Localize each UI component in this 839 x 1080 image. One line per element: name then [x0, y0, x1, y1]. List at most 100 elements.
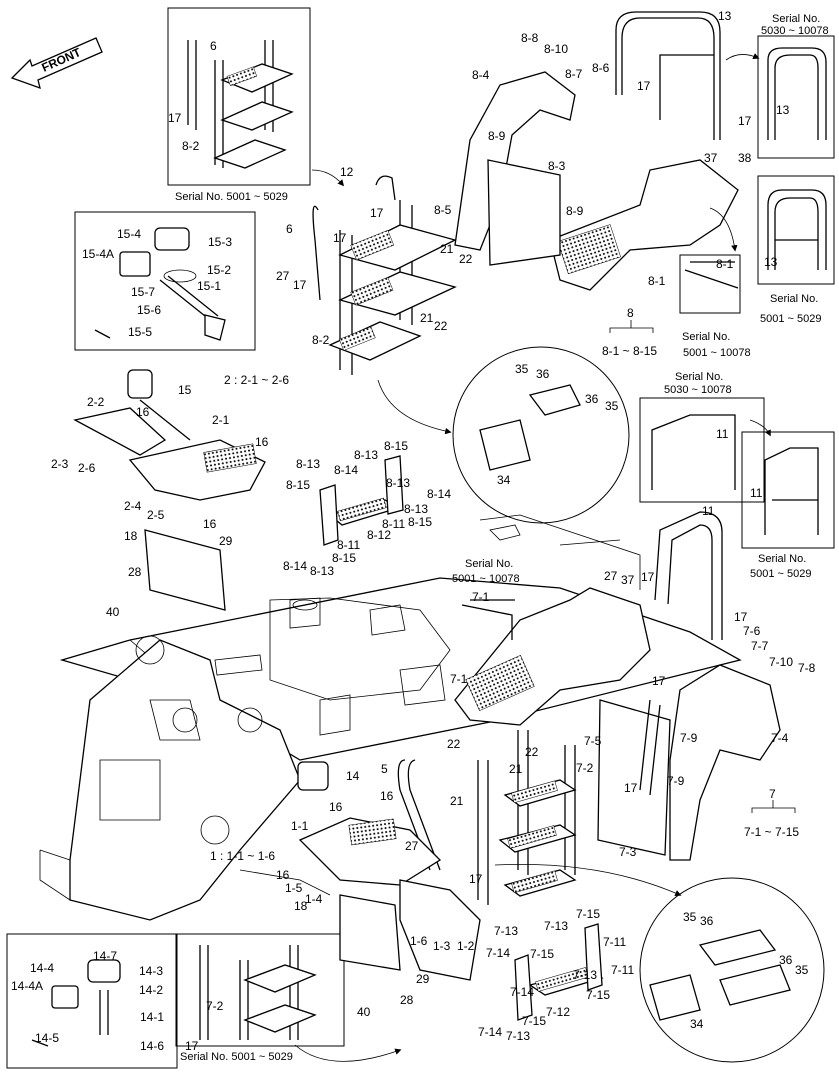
callout-label: 8-8 — [521, 31, 539, 45]
callout-label: 29 — [219, 534, 233, 548]
callout-label: 34 — [497, 473, 511, 487]
callout-label: 16 — [255, 435, 269, 449]
callout-label: 7-14 — [486, 946, 510, 960]
callout-label: 36 — [536, 367, 550, 381]
callout-label: 22 — [525, 745, 539, 759]
group-brackets — [609, 320, 796, 813]
group-note: 7-1 ~ 7-15 — [744, 825, 799, 839]
callout-label: 15-5 — [128, 325, 152, 339]
callout-label: 8-5 — [434, 203, 452, 217]
callout-label: 7-9 — [680, 731, 698, 745]
platform-1 — [297, 761, 481, 981]
deck-7-1 — [454, 587, 651, 726]
step-7-12 — [514, 923, 604, 1021]
notes: Serial No. 5001 ~ 5029 Serial No. 5030 ~… — [175, 13, 829, 1063]
box-mirror-15 — [74, 211, 256, 351]
callout-label: 38 — [738, 151, 752, 165]
serial-note: Serial No. — [772, 13, 820, 25]
callout-label: 8-4 — [472, 68, 490, 82]
callout-label: 17 — [652, 674, 666, 688]
callout-label: 7-14 — [510, 985, 534, 999]
ladder-variant-bottom — [199, 945, 317, 1040]
callout-label: 34 — [690, 1017, 704, 1031]
ladder-7-2 — [397, 730, 577, 905]
callout-label: 16 — [136, 405, 150, 419]
serial-note: Serial No. — [465, 558, 513, 570]
serial-note: 5001 ~ 5029 — [760, 313, 821, 325]
callout-label: 8-15 — [408, 515, 432, 529]
callout-label: 8-9 — [566, 204, 584, 218]
box-rail-13-a — [757, 35, 835, 159]
callout-label: 14-1 — [140, 1010, 164, 1024]
callout-label: 8-2 — [312, 333, 330, 347]
callout-label: 15 — [178, 383, 192, 397]
callout-label: 16 — [380, 789, 394, 803]
callout-label: 1-6 — [410, 934, 428, 948]
callout-label: 7-2 — [206, 999, 224, 1013]
serial-note: 5001 ~ 10078 — [683, 347, 751, 359]
deck-8-1 — [549, 159, 739, 291]
callout-label: 18 — [294, 899, 308, 913]
left-platform-2 — [73, 369, 266, 611]
callout-label: 15-6 — [137, 303, 161, 317]
ladder-8-2 — [312, 175, 457, 375]
callout-label: 7-4 — [771, 731, 789, 745]
callout-label: 14-6 — [140, 1039, 164, 1053]
callout-label: 8-11 — [382, 517, 405, 531]
step-detail-upper — [479, 384, 581, 471]
callout-label: 7-13 — [573, 968, 597, 982]
callout-label: 1-4 — [305, 892, 323, 906]
front-arrow-icon: FRONT — [10, 37, 103, 90]
callout-label: 7-7 — [751, 639, 769, 653]
handrail-13 — [615, 11, 721, 140]
box-rail-11-b — [741, 431, 835, 549]
callout-label: 1-2 — [457, 939, 475, 953]
callout-label: 36 — [700, 914, 714, 928]
box-mirror-14 — [6, 933, 178, 1069]
step-detail-lower — [649, 929, 791, 1021]
serial-note: Serial No. 5001 ~ 5029 — [175, 191, 288, 203]
callout-label: 7-14 — [478, 1025, 502, 1039]
callout-label: 8-7 — [565, 67, 583, 81]
callout-label: 8-15 — [384, 439, 408, 453]
callout-label: 17 — [333, 231, 347, 245]
callout-label: 13 — [718, 9, 732, 23]
callout-label: 8-2 — [182, 139, 200, 153]
mirror-assembly-14-1 — [31, 959, 121, 1047]
callout-label: 14-5 — [35, 1031, 59, 1045]
callout-label: 15-4 — [117, 227, 141, 241]
fender-8-4 — [454, 71, 576, 266]
callout-label: 21 — [509, 762, 523, 776]
callout-label: 29 — [416, 972, 430, 986]
callout-label: 7-15 — [530, 947, 554, 961]
callout-label: 2-4 — [124, 499, 142, 513]
callout-label: 7-10 — [769, 655, 793, 669]
group-note: 8-1 ~ 8-15 — [602, 344, 657, 358]
callout-label: 27 — [405, 839, 419, 853]
callout-label: 7-1 — [472, 590, 490, 604]
callout-label: 7-15 — [576, 907, 600, 921]
serial-note: 5001 ~ 10078 — [452, 573, 520, 585]
callout-label: 17 — [624, 781, 638, 795]
callout-label: 7-13 — [544, 919, 568, 933]
detail-circle-upper — [452, 346, 630, 524]
callout-label: 2-5 — [147, 508, 165, 522]
callout-label: 16 — [203, 517, 217, 531]
callout-label: 8-13 — [404, 502, 428, 516]
callout-label: 13 — [776, 103, 790, 117]
callout-label: 22 — [459, 252, 473, 266]
step-8-12 — [319, 455, 404, 546]
callout-label: 7-9 — [667, 774, 685, 788]
box-rail-13-b — [757, 175, 835, 285]
handrail-11 — [639, 511, 723, 796]
callout-label: 2-3 — [51, 457, 69, 471]
callout-label: 8-13 — [386, 476, 410, 490]
callout-label: 11 — [702, 504, 715, 518]
callout-label: 28 — [128, 565, 142, 579]
callout-label: 17 — [469, 872, 483, 886]
callout-label: 40 — [357, 1005, 371, 1019]
callout-label: 7-11 — [603, 935, 626, 949]
callout-label: 1-1 — [291, 819, 309, 833]
